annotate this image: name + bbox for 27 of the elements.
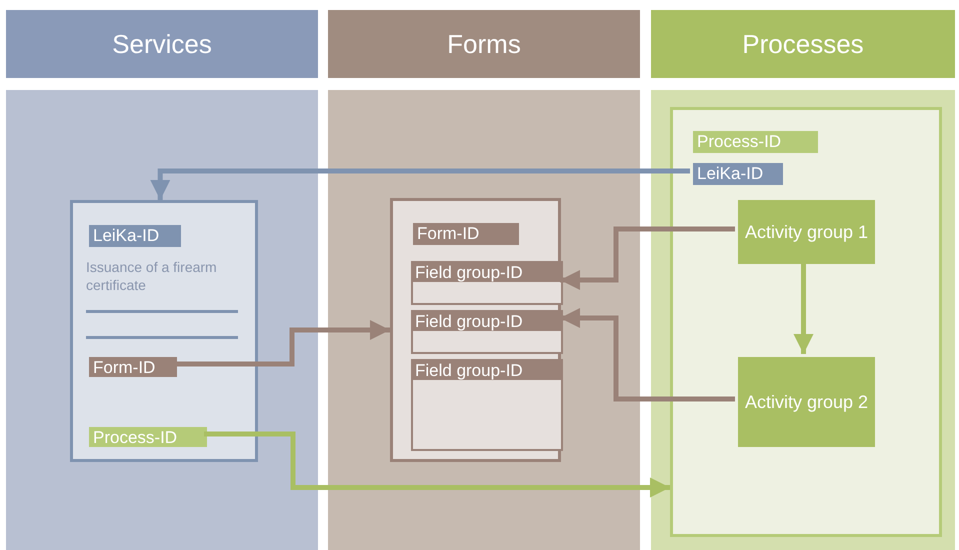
activity-box: Activity group 2 [738, 357, 875, 447]
column-header: Processes [651, 10, 955, 78]
column-header: Forms [328, 10, 640, 78]
id-tag: Form-ID [413, 223, 519, 245]
field-group-box [411, 359, 563, 451]
column-header: Services [6, 10, 318, 78]
field-group-label: Field group-ID [413, 361, 561, 380]
id-tag: Process-ID [89, 427, 207, 447]
field-group-label: Field group-ID [413, 263, 561, 282]
id-tag: Form-ID [89, 357, 177, 377]
id-tag: LeiKa-ID [693, 163, 783, 185]
arrow [560, 226, 735, 290]
arrow [794, 261, 814, 354]
arrow [560, 308, 735, 402]
id-tag: LeiKa-ID [89, 225, 181, 247]
card-description: Issuance of a firearm certificate [86, 258, 218, 294]
process-card [670, 107, 942, 537]
activity-box: Activity group 1 [738, 200, 875, 264]
field-group-box [411, 310, 563, 354]
service-card [70, 200, 258, 462]
arrow [150, 168, 690, 200]
id-tag: Process-ID [693, 131, 818, 153]
field-group-box [411, 261, 563, 305]
arrow [204, 432, 670, 498]
field-group-label: Field group-ID [413, 312, 561, 331]
arrow [174, 320, 390, 366]
form-card [390, 198, 561, 462]
